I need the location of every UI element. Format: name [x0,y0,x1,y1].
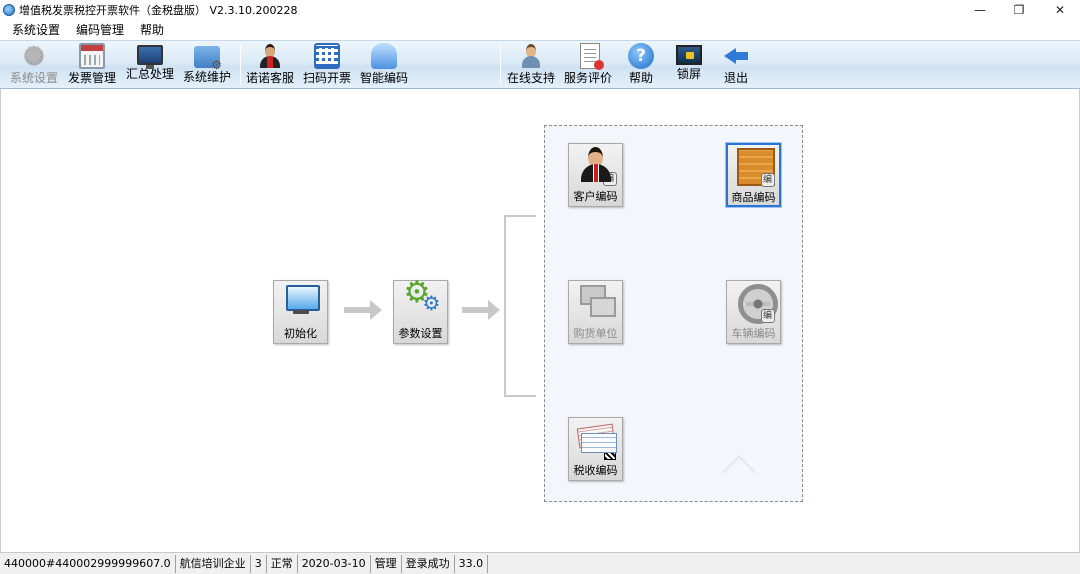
computers-icon [576,283,616,321]
toolbar-lock-screen-button[interactable]: 锁屏 [676,43,702,88]
restore-button[interactable]: ❐ [1013,3,1025,17]
menu-code-management[interactable]: 编码管理 [76,23,125,37]
toolbar-label: 锁屏 [676,67,701,81]
monitor-icon [137,45,163,69]
help-icon: ? [628,43,654,69]
lock-screen-icon [676,45,702,65]
toolbar-system-maintenance-button[interactable]: 系统维护 [183,43,231,88]
customer-code-tile[interactable]: 编 客户编码 [568,143,623,207]
folder-icon [194,46,222,72]
toolbar-label: 系统设置 [10,71,59,85]
toolbar-separator [240,45,241,85]
toolbar-label: 帮助 [628,71,653,85]
status-state: 正常 [267,554,298,573]
title-bar: 增值税发票税控开票软件（金税盘版） V2.3.10.200228 — ❐ ✕ [0,0,1080,20]
toolbar-summary-button[interactable]: 汇总处理 [126,43,174,88]
toolbar-label: 扫码开票 [303,71,352,85]
tax-code-tile[interactable]: 税收编码 [568,417,623,481]
toolbar-label: 系统维护 [183,70,232,84]
calendar-icon [79,43,105,69]
status-bar: 440000#440002999999607.0 航信培训企业 3 正常 202… [0,552,1080,574]
minimize-button[interactable]: — [974,3,986,17]
toolbar-service-rating-button[interactable]: 服务评价 [564,43,612,88]
toolbar-online-support-button[interactable]: 在线支持 [507,43,555,88]
status-login: 登录成功 [402,554,455,573]
document-icon [579,43,604,70]
toolbar-exit-button[interactable]: 退出 [723,43,749,88]
toolbar-help-button[interactable]: ? 帮助 [628,43,654,88]
tile-label: 税收编码 [573,464,618,477]
status-number: 3 [251,554,267,573]
status-version: 33.0 [455,554,489,573]
toolbar-label: 退出 [723,71,748,85]
tile-label: 商品编码 [731,191,776,204]
status-company: 航信培训企业 [176,554,251,573]
toolbar-label: 智能编码 [360,71,409,85]
tickets-icon [576,420,617,460]
toolbar: 系统设置 发票管理 汇总处理 系统维护 诺诺客服 扫码开票 智能编码 [0,39,1080,89]
flow-arrow [344,300,382,320]
tile-label: 车辆编码 [731,327,776,340]
tile-label: 初始化 [284,327,317,340]
menu-system-settings[interactable]: 系统设置 [12,23,61,37]
gear-icon [21,39,47,72]
vehicle-code-tile[interactable]: 编 车辆编码 [726,280,781,344]
flow-bracket [504,215,536,397]
toolbar-scan-invoice-button[interactable]: 扫码开票 [303,43,351,88]
app-icon [3,4,15,16]
buyer-unit-tile[interactable]: 购货单位 [568,280,623,344]
status-role: 管理 [371,554,402,573]
customer-icon: 编 [576,146,617,186]
main-area: 初始化 参数设置 编 客户编码 编 商品编码 [0,89,1080,552]
gears-icon [401,275,441,321]
qr-icon [314,43,340,69]
coding-panel: 编 客户编码 编 商品编码 购货单位 编 车辆编码 [544,125,803,502]
flow-arrow [462,300,500,320]
toolbar-separator [500,45,501,85]
menu-help[interactable]: 帮助 [140,23,165,37]
monitor-cursor-icon [281,283,321,321]
tile-label: 购货单位 [573,327,618,340]
toolbar-customer-service-button[interactable]: 诺诺客服 [246,43,294,88]
badge-icon: 编 [760,309,775,323]
toolbar-system-settings-button[interactable]: 系统设置 [10,39,59,88]
toolbar-smart-coding-button[interactable]: 智能编码 [360,43,408,88]
qr-icon [603,448,616,460]
goods-box-icon: 编 [734,147,775,187]
toolbar-label: 诺诺客服 [246,71,295,85]
toolbar-label: 发票管理 [68,71,117,85]
toolbar-invoice-management-button[interactable]: 发票管理 [68,43,116,88]
person-icon [257,43,283,69]
badge-icon: 编 [760,173,775,187]
tile-label: 参数设置 [398,327,443,340]
menu-bar: 系统设置 编码管理 帮助 [0,20,1080,40]
window-title: 增值税发票税控开票软件（金税盘版） V2.3.10.200228 [19,4,298,17]
chevron-up-icon [723,456,763,476]
support-person-icon [518,43,544,69]
params-tile[interactable]: 参数设置 [393,275,448,344]
goods-code-tile[interactable]: 编 商品编码 [726,143,781,207]
toolbar-label: 汇总处理 [126,67,175,81]
tile-label: 客户编码 [573,190,618,203]
status-date: 2020-03-10 [298,554,371,573]
status-tax-id: 440000#440002999999607.0 [0,554,176,573]
close-button[interactable]: ✕ [1054,3,1066,17]
toolbar-label: 服务评价 [564,71,613,85]
back-arrow-icon [723,43,749,69]
init-tile[interactable]: 初始化 [273,280,328,344]
toolbar-label: 在线支持 [507,71,556,85]
badge-icon: 编 [602,172,617,186]
steering-wheel-icon: 编 [734,283,778,324]
cloud-icon [371,43,397,69]
